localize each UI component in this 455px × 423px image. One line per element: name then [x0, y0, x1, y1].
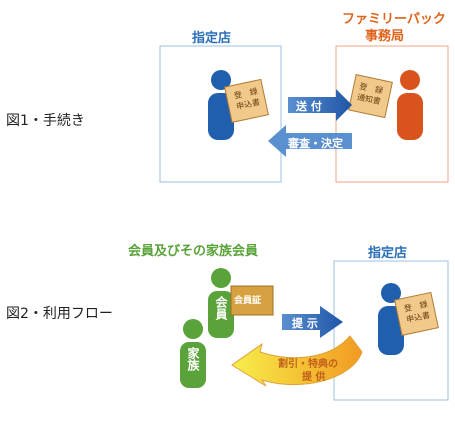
- member-card: [230, 285, 274, 316]
- registration-notice-card-fig1: [348, 74, 393, 119]
- figure1-office-title-line2: 事務局: [365, 29, 405, 44]
- office-box-fig1: [335, 45, 449, 183]
- send-arrow-label: 送 付: [296, 100, 322, 113]
- review-arrow: [268, 125, 352, 157]
- member-group-title: 会員及びその家族会員: [128, 244, 259, 259]
- store-person-fig1: [208, 70, 234, 140]
- family-person: [180, 319, 206, 388]
- review-arrow-label: 審査・決定: [288, 137, 343, 150]
- registration-application-card-fig1: [224, 78, 269, 123]
- store-box-fig1: [159, 45, 282, 183]
- present-arrow: [282, 306, 343, 338]
- discount-label-line1: 割引・特典の: [278, 359, 338, 370]
- figure2-label: 図2・利用フロー: [6, 306, 113, 322]
- present-arrow-label: 提 示: [292, 317, 318, 330]
- discount-curve-arrow: [231, 335, 363, 387]
- member-person: [208, 268, 234, 338]
- member-card-label: 会員証: [234, 296, 262, 306]
- send-arrow: [288, 89, 352, 121]
- registration-application-card-fig2: [394, 291, 439, 336]
- figure1-label: 図1・手続き: [6, 113, 85, 129]
- member-label: 会員: [214, 296, 228, 320]
- figure1-store-title: 指定店: [192, 31, 232, 46]
- store-person-fig2: [378, 283, 404, 355]
- family-label: 家族: [186, 347, 200, 371]
- office-person-fig1: [397, 70, 423, 140]
- figure2-store-title: 指定店: [368, 246, 408, 261]
- discount-label-line2: 提 供: [302, 372, 326, 383]
- store-box-fig2: [333, 260, 449, 401]
- figure1-office-title-line1: ファミリーパック: [342, 12, 446, 27]
